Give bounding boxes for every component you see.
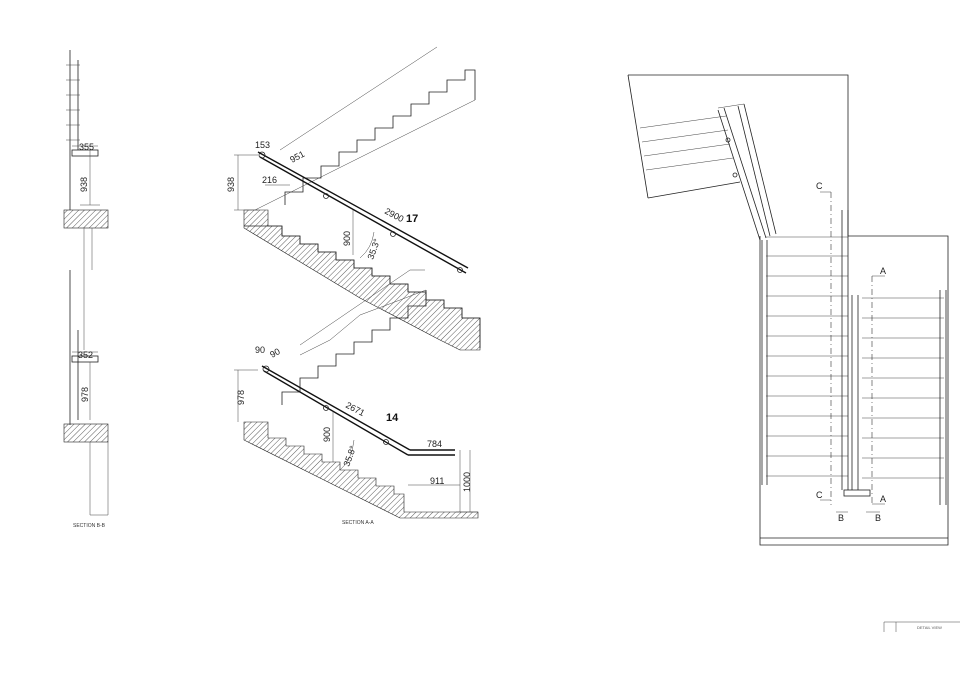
aa-lower-landing-dim: 911 — [430, 476, 444, 486]
aa-lower-rail-length-dim: 2671 — [344, 400, 366, 418]
left-flight-treads — [766, 236, 848, 477]
bb-upper-top-dim: 355 — [79, 142, 94, 152]
section-aa-caption: SECTION A-A — [342, 520, 374, 526]
aa-upper-offset-dim: 153 — [255, 140, 270, 150]
section-bb: 355 938 352 978 SECTION B-B — [63, 50, 109, 529]
right-flight-treads — [862, 297, 944, 479]
plan-cut-c-bottom: C — [816, 490, 823, 500]
plan-cut-b-left: B — [838, 513, 844, 523]
bb-lower-top-dim: 352 — [78, 350, 93, 360]
plan-cut-a-top: A — [880, 266, 886, 276]
plan-cut-b-right: B — [875, 513, 881, 523]
section-bb-caption: SECTION B-B — [73, 523, 106, 529]
aa-lower-extension-dim: 784 — [427, 439, 442, 449]
aa-lower-step-count: 14 — [386, 412, 399, 424]
section-aa: 153 951 216 938 900 2900 35.3° 17 90 — [226, 46, 481, 526]
bb-upper-height-dim: 938 — [79, 177, 89, 192]
aa-upper-angle-dim: 35.3° — [365, 237, 382, 261]
aa-upper-step-count: 17 — [406, 213, 418, 225]
aa-upper-rail-height-dim: 900 — [342, 231, 352, 246]
aa-upper-rail-length-dim: 2900 — [383, 206, 405, 224]
aa-upper-tread-dim: 216 — [262, 175, 277, 185]
plan-view: C C A A B B — [627, 74, 949, 546]
aa-lower-small-dim: 90 — [268, 346, 282, 360]
aa-lower-height-dim: 978 — [236, 390, 246, 405]
plan-cut-c-top: C — [816, 181, 823, 191]
aa-upper-height-dim: 938 — [226, 177, 236, 192]
bb-lower-height-dim: 978 — [80, 387, 90, 402]
aa-upper-handrail-seg-dim: 951 — [288, 149, 306, 165]
aa-lower-angle-dim: 35.8° — [341, 444, 358, 468]
aa-lower-landing-height-dim: 1000 — [462, 472, 472, 492]
title-block-text: DETAIL VIEW — [917, 625, 942, 630]
plan-cut-a-bottom: A — [880, 494, 886, 504]
title-block: DETAIL VIEW — [883, 621, 960, 632]
aa-lower-rail-height-dim: 900 — [322, 427, 332, 442]
aa-lower-offset-dim: 90 — [255, 345, 265, 355]
